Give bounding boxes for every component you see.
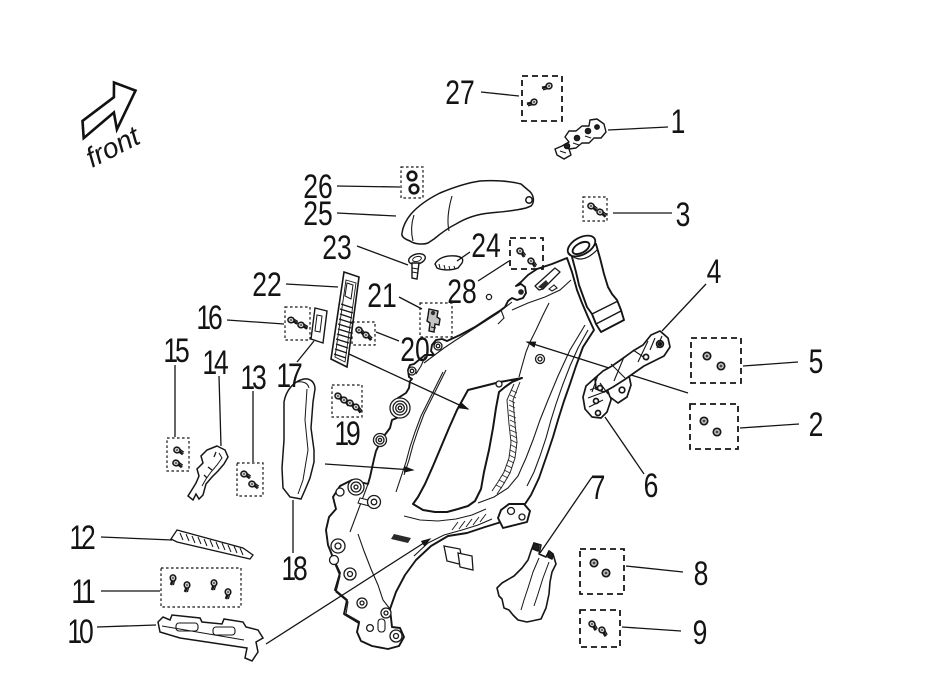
svg-text:3: 3 xyxy=(676,196,691,234)
svg-text:9: 9 xyxy=(693,614,708,652)
svg-text:21: 21 xyxy=(367,277,397,315)
svg-text:7: 7 xyxy=(591,469,606,507)
svg-text:18: 18 xyxy=(281,550,307,588)
svg-text:14: 14 xyxy=(202,344,228,382)
svg-text:15: 15 xyxy=(163,332,189,370)
svg-text:6: 6 xyxy=(644,467,659,505)
svg-text:27: 27 xyxy=(445,74,475,112)
svg-text:16: 16 xyxy=(196,299,222,337)
svg-text:28: 28 xyxy=(447,273,477,311)
svg-text:19: 19 xyxy=(334,415,360,453)
svg-text:5: 5 xyxy=(809,343,824,381)
svg-text:8: 8 xyxy=(694,555,709,593)
svg-text:24: 24 xyxy=(471,227,501,265)
svg-text:22: 22 xyxy=(252,266,282,304)
svg-text:23: 23 xyxy=(322,229,352,267)
svg-text:2: 2 xyxy=(809,406,824,444)
svg-text:20: 20 xyxy=(400,331,430,369)
svg-text:26: 26 xyxy=(303,168,333,206)
svg-text:10: 10 xyxy=(67,613,93,651)
svg-text:12: 12 xyxy=(69,519,95,557)
svg-text:17: 17 xyxy=(276,357,302,395)
svg-text:25: 25 xyxy=(303,195,333,233)
svg-text:4: 4 xyxy=(707,253,722,291)
svg-text:1: 1 xyxy=(671,103,686,141)
svg-text:11: 11 xyxy=(71,573,95,611)
